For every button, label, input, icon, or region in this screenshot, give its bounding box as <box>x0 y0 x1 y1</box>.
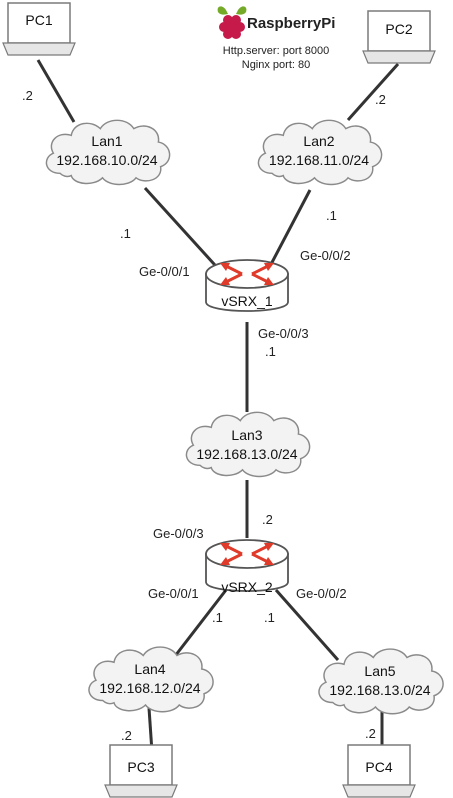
laptop-base <box>104 784 178 798</box>
raspberry-logo-icon <box>217 6 247 39</box>
link-labels: .2 .2 .1 .1 Ge-0/0/1 Ge-0/0/2 Ge-0/0/3 .… <box>22 88 386 743</box>
pc2[interactable]: PC2 <box>362 10 436 64</box>
r2-ge001-label: Ge-0/0/1 <box>148 586 199 601</box>
link-r2-lan5 <box>274 589 340 661</box>
lan2-name: Lan2 <box>303 133 334 149</box>
lan3-cloud[interactable]: Lan3 192.168.13.0/24 <box>185 411 311 478</box>
router-vsrx1[interactable]: vSRX_1 <box>205 259 289 312</box>
laptop-icon <box>7 2 71 44</box>
lan5-cloud[interactable]: Lan5 192.168.13.0/24 <box>318 648 444 715</box>
pc4-label: PC4 <box>365 759 392 775</box>
r2-ge002-label: Ge-0/0/2 <box>296 586 347 601</box>
raspberry-brand: RaspberryPi <box>247 15 335 32</box>
link-lan1-r1 <box>143 186 226 277</box>
lan5-name: Lan5 <box>364 663 395 679</box>
link-pc1-lan1 <box>36 59 76 123</box>
lan1-r1-host-label: .1 <box>120 226 131 241</box>
lan2-cloud[interactable]: Lan2 192.168.11.0/24 <box>257 119 383 186</box>
pc2-label: PC2 <box>385 21 412 37</box>
router-vsrx2-label: vSRX_2 <box>221 579 273 595</box>
r1-ge001-label: Ge-0/0/1 <box>139 264 190 279</box>
router-top <box>205 259 289 289</box>
router-top <box>205 539 289 569</box>
laptop-icon <box>347 744 411 786</box>
r2-lan3-host-label: .2 <box>262 512 273 527</box>
pc3-host-label: .2 <box>121 728 132 743</box>
lan1-cloud[interactable]: Lan1 192.168.10.0/24 <box>45 119 171 186</box>
router-vsrx1-label: vSRX_1 <box>221 293 273 309</box>
lan4-cloud[interactable]: Lan4 192.168.12.0/24 <box>88 646 214 713</box>
r1-ge002-label: Ge-0/0/2 <box>300 248 351 263</box>
raspberry-http-server: Http.server: port 8000 <box>223 45 329 57</box>
router-arrows-icon <box>220 543 274 565</box>
lan3-subnet: 192.168.13.0/24 <box>196 446 297 462</box>
lan4-name: Lan4 <box>134 661 165 677</box>
laptop-base <box>362 50 436 64</box>
laptop-base <box>2 42 76 56</box>
link-r2-lan4 <box>170 589 228 661</box>
pc4[interactable]: PC4 <box>342 744 416 798</box>
r2-ge003-label: Ge-0/0/3 <box>153 526 204 541</box>
router-arrows-icon <box>220 263 274 285</box>
r2-lan4-host-label: .1 <box>212 610 223 625</box>
laptop-base <box>342 784 416 798</box>
router-vsrx2[interactable]: vSRX_2 <box>205 539 289 595</box>
lan2-r1-host-label: .1 <box>326 208 337 223</box>
pc1-label: PC1 <box>25 12 52 28</box>
r2-lan5-host-label: .1 <box>264 610 275 625</box>
pc1-host-label: .2 <box>22 88 33 103</box>
raspberry-pi[interactable]: RaspberryPi Http.server: port 8000 Nginx… <box>217 6 336 71</box>
link-lan2-r1 <box>266 189 312 271</box>
r1-ge003-label: Ge-0/0/3 <box>258 326 309 341</box>
pc4-host-label: .2 <box>365 726 376 741</box>
laptop-icon <box>367 10 431 52</box>
lan2-subnet: 192.168.11.0/24 <box>269 152 369 168</box>
lan3-name: Lan3 <box>231 427 262 443</box>
links <box>36 59 400 753</box>
lan5-subnet: 192.168.13.0/24 <box>329 682 430 698</box>
lan4-subnet: 192.168.12.0/24 <box>99 680 200 696</box>
link-pc2-lan2 <box>346 63 400 121</box>
pc3[interactable]: PC3 <box>104 744 178 798</box>
r1-lan3-host-label: .1 <box>265 344 276 359</box>
pc2-host-label: .2 <box>375 92 386 107</box>
pc3-label: PC3 <box>127 759 154 775</box>
lan1-name: Lan1 <box>91 133 122 149</box>
lan1-subnet: 192.168.10.0/24 <box>56 152 157 168</box>
pc1[interactable]: PC1 <box>2 2 76 56</box>
raspberry-nginx: Nginx port: 80 <box>242 59 310 71</box>
